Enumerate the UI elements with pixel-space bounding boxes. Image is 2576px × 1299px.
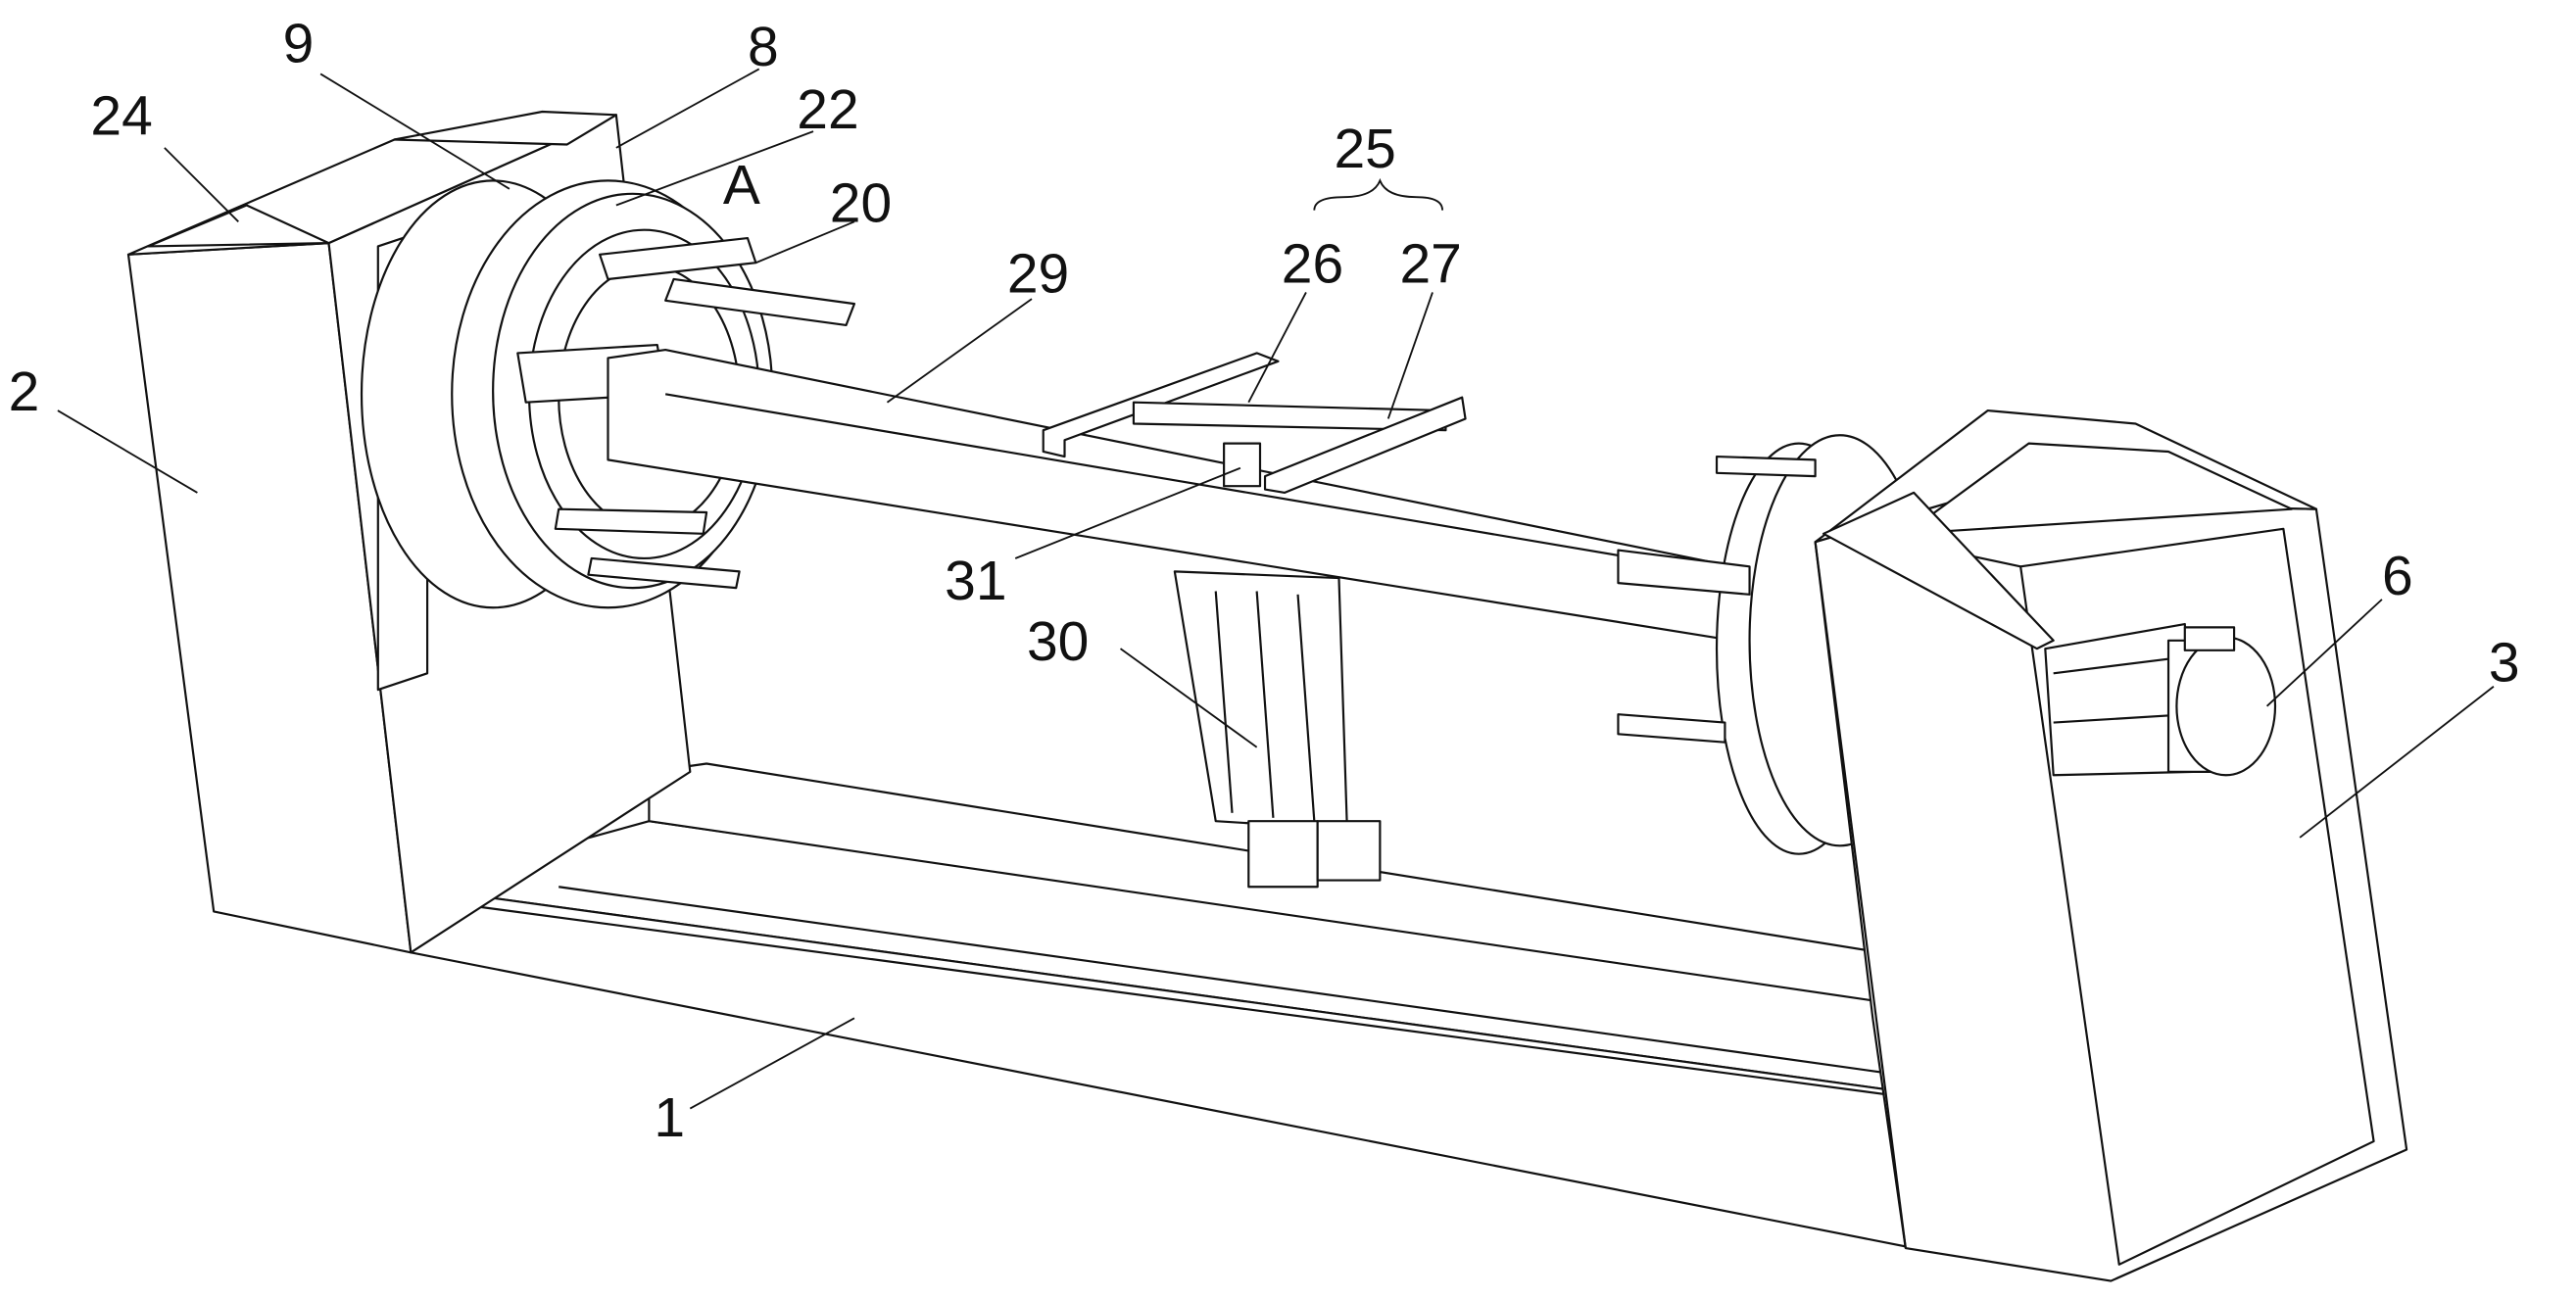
label-1: 1 (654, 1086, 685, 1149)
label-20: 20 (830, 171, 892, 234)
label-29: 29 (1007, 242, 1069, 305)
base-frame (411, 764, 1914, 1249)
label-27: 27 (1399, 232, 1461, 295)
label-9: 9 (283, 13, 315, 75)
label-2: 2 (9, 361, 40, 423)
label-26: 26 (1282, 232, 1343, 295)
label-22: 22 (797, 78, 858, 141)
label-25: 25 (1334, 118, 1395, 180)
label-24: 24 (90, 84, 152, 147)
label-3: 3 (2489, 632, 2520, 695)
label-6: 6 (2382, 545, 2413, 607)
right-support (1816, 410, 2406, 1280)
label-31: 31 (945, 550, 1006, 612)
label-A: A (723, 154, 760, 216)
label-8: 8 (748, 16, 779, 78)
motor (2045, 624, 2275, 775)
label-30: 30 (1027, 610, 1089, 673)
linear-actuator (1175, 571, 1381, 887)
